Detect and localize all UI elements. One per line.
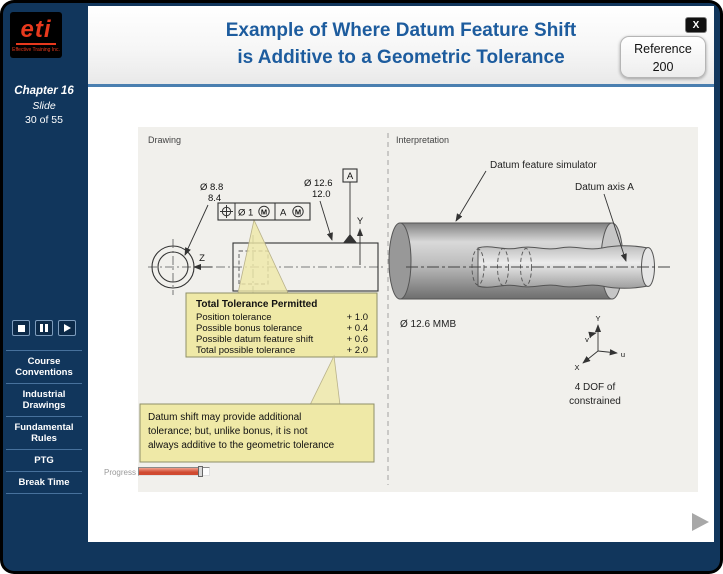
fcf-datum-ref: A [280, 208, 287, 219]
simulator-label: Datum feature simulator [455, 160, 597, 222]
datum-axis-label: Datum axis A [575, 182, 634, 262]
tolerance-row-value: + 0.4 [347, 323, 368, 334]
sidebar-item-break-time[interactable]: Break Time [6, 471, 82, 493]
coord-u-label: u [621, 350, 625, 359]
dof-caption-line2: constrained [569, 396, 621, 407]
slide-graphic: Drawing Interpretation Z [139, 133, 670, 485]
pin-dimension: Ø 12.6 12.0 [304, 178, 333, 241]
tolerance-row-label: Position tolerance [196, 312, 272, 323]
page-title-line1: Example of Where Datum Feature Shift [225, 20, 577, 41]
sidebar-item-fundamental-rules[interactable]: Fundamental Rules [6, 416, 82, 449]
sidebar-item-ptg[interactable]: PTG [6, 449, 82, 471]
coord-y-label: Y [595, 314, 600, 323]
progress-bar[interactable] [138, 466, 210, 477]
fcf-tolerance: Ø 1 [238, 208, 253, 219]
fcf-callout-wedge [237, 218, 289, 294]
next-button[interactable] [692, 513, 709, 531]
tolerance-row-label: Possible datum feature shift [196, 334, 314, 345]
dim-hole-lower: 8.4 [208, 193, 221, 204]
mmc-circle-icon [258, 205, 270, 218]
tolerance-box: Total Tolerance Permitted Position toler… [185, 292, 378, 358]
fcf-modifier-1: M [261, 208, 267, 217]
note-line: Datum shift may provide additional [148, 412, 301, 423]
reference-button[interactable]: Reference 200 [620, 36, 706, 78]
dof-caption-line1: 4 DOF of [575, 382, 616, 393]
logo-rule [16, 42, 56, 45]
tolerance-row-label: Possible bonus tolerance [196, 323, 302, 334]
progress-handle[interactable] [198, 466, 203, 477]
slide-count: 30 of 55 [25, 114, 63, 126]
media-controls [0, 320, 88, 336]
axis-z-label: Z [199, 253, 205, 264]
coord-v-label: v [585, 335, 589, 344]
interpretation-panel-label: Interpretation [396, 135, 449, 145]
note-line: always additive to the geometric toleran… [148, 440, 335, 451]
close-button[interactable]: X [685, 17, 707, 33]
mmb-label: Ø 12.6 MMB [400, 319, 456, 330]
datum-triangle-icon [343, 234, 357, 243]
page-title-line2: is Additive to a Geometric Tolerance [237, 47, 565, 68]
coord-x-label: X [574, 363, 579, 372]
logo-brand: eti [20, 15, 52, 43]
tolerance-row-value: + 1.0 [347, 312, 368, 323]
next-arrow-icon [692, 513, 709, 531]
tolerance-row-value: + 2.0 [347, 345, 368, 356]
simulator-label-text: Datum feature simulator [490, 160, 597, 171]
stop-icon [17, 324, 25, 332]
header: Example of Where Datum Feature Shift is … [88, 6, 714, 84]
reference-label: Reference [634, 42, 692, 56]
play-button[interactable] [58, 320, 76, 336]
header-underline [88, 84, 714, 87]
axis-y-label: Y [357, 216, 364, 227]
tolerance-box-title: Total Tolerance Permitted [196, 299, 317, 310]
dof-axes: Y X u v [574, 314, 625, 372]
stop-button[interactable] [12, 320, 30, 336]
chapter-label: Chapter 16 [14, 85, 74, 97]
datum-flag-letter: A [347, 171, 354, 182]
drawing-panel-label: Drawing [148, 135, 181, 145]
progress-fill [139, 468, 199, 475]
note-box: Datum shift may provide additional toler… [139, 354, 375, 463]
datum-axis-label-text: Datum axis A [575, 182, 634, 193]
hole-dimension: Ø 8.8 8.4 [184, 182, 223, 256]
slide-word: Slide [32, 100, 56, 112]
dim-pin-lower: 12.0 [312, 189, 331, 200]
tolerance-row-label: Total possible tolerance [196, 345, 295, 356]
sidebar-item-course-conventions[interactable]: Course Conventions [6, 350, 82, 383]
mmb-circle-icon [292, 205, 304, 218]
eti-logo: eti Effective Training Inc. [10, 12, 62, 58]
note-callout-wedge [309, 354, 341, 406]
page-title: Example of Where Datum Feature Shift is … [88, 6, 714, 71]
dim-pin-upper: Ø 12.6 [304, 178, 333, 189]
drawing-canvas: Drawing Interpretation Z [138, 127, 698, 492]
dof-caption: 4 DOF of constrained [569, 382, 621, 407]
pause-button[interactable] [35, 320, 53, 336]
fcf-modifier-2: M [295, 208, 301, 217]
dim-hole-upper: Ø 8.8 [200, 182, 223, 193]
progress-label: Progress [103, 468, 136, 477]
feature-control-frame: Ø 1 M A M [217, 202, 311, 221]
panel-labels: Drawing Interpretation [148, 133, 449, 485]
pause-icon [40, 324, 48, 332]
datum-flag: A [342, 168, 358, 243]
play-icon [63, 324, 71, 332]
slide-area: Drawing Interpretation Z [88, 87, 714, 542]
sidebar-nav: Course Conventions Industrial Drawings F… [6, 350, 82, 494]
note-line: tolerance; but, unlike bonus, it is not [148, 426, 308, 437]
sidebar-item-industrial-drawings[interactable]: Industrial Drawings [6, 383, 82, 416]
tolerance-row-value: + 0.6 [347, 334, 368, 345]
reference-number: 200 [652, 60, 674, 74]
position-symbol-icon [220, 205, 233, 218]
logo-tagline: Effective Training Inc. [12, 46, 60, 53]
simulator-3d [388, 222, 670, 300]
